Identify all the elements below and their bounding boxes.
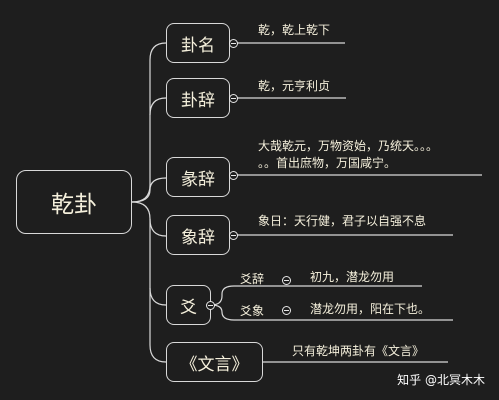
leaf-text-xiang-ci: 象日：天行健，君子以自强不息 <box>258 214 427 228</box>
leaf-text-wen-yan: 只有乾坤两卦有《文言》 <box>292 344 425 358</box>
watermark-text: 知乎 @北冥木木 <box>397 373 485 387</box>
branch-gua-ming[interactable]: 卦名 <box>166 23 230 63</box>
leaf-text-line: 大哉乾元，万物资始，乃统天。。。 <box>258 139 439 153</box>
root-label: 乾卦 <box>51 192 97 218</box>
collapse-icon[interactable] <box>206 301 215 310</box>
branch-label: 象辞 <box>181 227 215 248</box>
sub-branch-yao-ci-label[interactable]: 爻辞 <box>240 272 265 286</box>
collapse-icon[interactable] <box>282 276 291 285</box>
sub-branch-yao-xiang-label[interactable]: 爻象 <box>240 304 265 318</box>
collapse-icon[interactable] <box>229 171 238 180</box>
branch-wen-yan[interactable]: 《文言》 <box>166 342 263 382</box>
collapse-icon[interactable] <box>229 39 238 48</box>
collapse-icon[interactable] <box>229 94 238 103</box>
branch-label: 卦名 <box>181 35 215 56</box>
leaf-text-yao-ci: 初九，潜龙勿用 <box>310 270 395 284</box>
branch-xiang-ci[interactable]: 象辞 <box>166 215 230 255</box>
leaf-text-tuan-ci: 大哉乾元，万物资始，乃统天。。。 。。首出庶物，万国咸宁。 <box>258 138 438 172</box>
branch-gua-ci[interactable]: 卦辞 <box>166 78 230 118</box>
leaf-text-gua-ci: 乾，元亨利贞 <box>258 79 331 93</box>
branch-label: 爻 <box>180 297 197 318</box>
leaf-text-line: 。。首出庶物，万国咸宁。 <box>258 156 397 170</box>
branch-label: 卦辞 <box>181 90 215 111</box>
root-node-qian-gua[interactable]: 乾卦 <box>16 170 132 234</box>
collapse-icon[interactable] <box>229 231 238 240</box>
branch-yao[interactable]: 爻 <box>166 285 211 325</box>
branch-label: 彖辞 <box>181 169 215 190</box>
branch-label: 《文言》 <box>180 354 249 375</box>
leaf-text-yao-xiang: 潜龙勿用，阳在下也。 <box>310 302 431 316</box>
leaf-text-gua-ming: 乾，乾上乾下 <box>258 23 331 37</box>
branch-tuan-ci[interactable]: 彖辞 <box>166 157 230 197</box>
collapse-icon[interactable] <box>282 306 291 315</box>
